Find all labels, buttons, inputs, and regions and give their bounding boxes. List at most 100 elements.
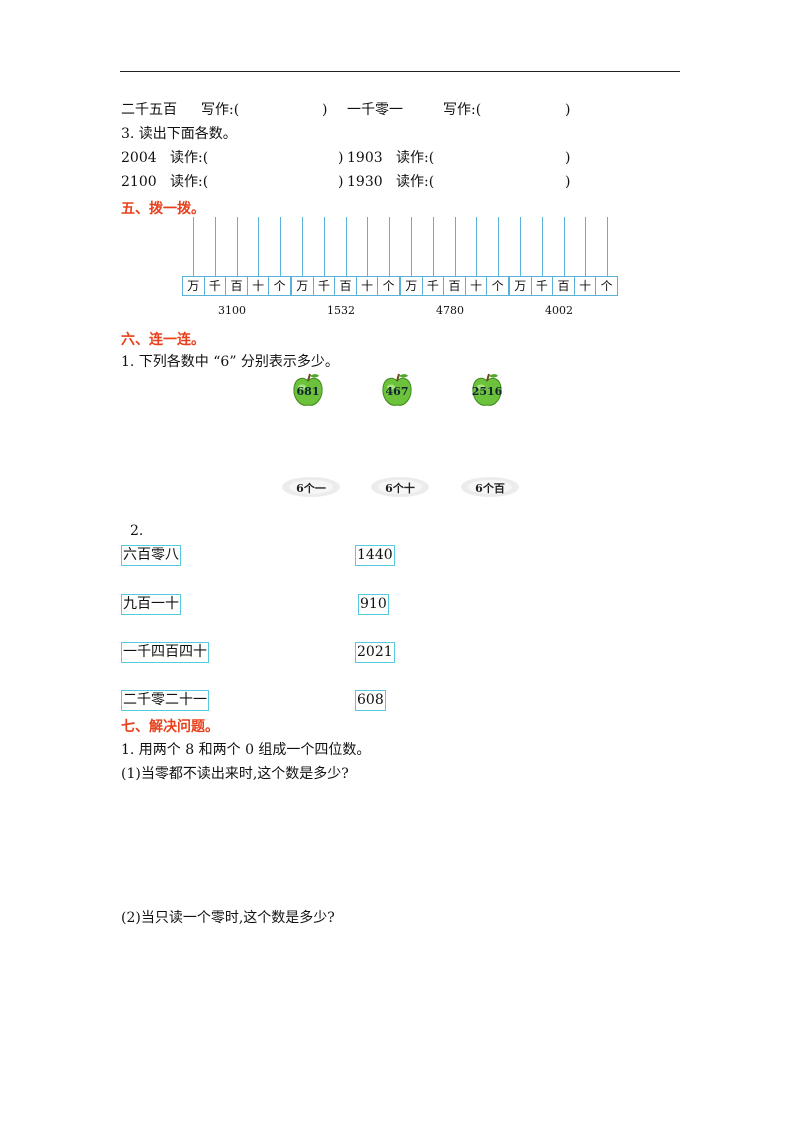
- section6-q2: 2.: [130, 523, 144, 539]
- match-left-4[interactable]: 二千零二十一: [121, 690, 209, 711]
- read-close: ): [338, 174, 344, 190]
- apple-number: 681: [291, 372, 325, 408]
- abacus-rod: [345, 217, 347, 276]
- abacus-rod: [258, 217, 260, 276]
- read-num: 2004: [121, 150, 157, 166]
- place-label: 千: [205, 277, 227, 295]
- stone-label: 6个十: [370, 476, 430, 498]
- section6-q1: 1. 下列各数中 “6” 分别表示多少。: [121, 354, 339, 370]
- apple-icon: [472, 373, 502, 406]
- place-label: 百: [553, 277, 575, 295]
- section7-p2: (2)当只读一个零时,这个数是多少?: [121, 910, 335, 926]
- top-rule: [120, 71, 680, 72]
- place-label: 百: [335, 277, 357, 295]
- stone-label: 6个百: [460, 476, 520, 498]
- abacus-number: 3100: [218, 304, 246, 317]
- place-label: 个: [273, 279, 286, 293]
- abacus-number: 4002: [545, 304, 573, 317]
- read-close: ): [565, 174, 571, 190]
- place-label: 百: [226, 277, 248, 295]
- abacus-number: 4780: [436, 304, 464, 317]
- match-right-3[interactable]: 2021: [355, 642, 395, 663]
- abacus-rod: [280, 217, 282, 276]
- match-left-3[interactable]: 一千四百四十: [121, 642, 209, 663]
- apple-icon: [382, 373, 412, 406]
- write-label-2: 写作:(: [443, 102, 482, 118]
- read-label: 读作:(: [170, 150, 209, 166]
- place-label: 千: [423, 277, 445, 295]
- section7-title: 七、解决问题。: [121, 719, 219, 735]
- place-label: 十: [248, 277, 270, 295]
- stone-text: 6个十: [385, 482, 415, 495]
- place-label: 万: [510, 277, 532, 295]
- write-item-1: 二千五百: [121, 101, 177, 119]
- abacus-rod: [236, 217, 238, 276]
- apple-label: 2516: [471, 385, 503, 398]
- stone-icon: [371, 477, 429, 497]
- section7-p1: (1)当零都不读出来时,这个数是多少?: [121, 766, 349, 782]
- abacus-rod: [563, 217, 565, 276]
- abacus-rod: [454, 217, 456, 276]
- abacus-rod: [498, 217, 500, 276]
- abacus-number: 1532: [327, 304, 355, 317]
- stone-text: 6个百: [475, 482, 505, 495]
- place-label: 十: [575, 277, 597, 295]
- abacus-rod: [323, 217, 325, 276]
- place-label: 百: [444, 277, 466, 295]
- abacus-rod: [410, 217, 412, 276]
- place-label: 万: [401, 277, 423, 295]
- section7-q1: 1. 用两个 8 和两个 0 组成一个四位数。: [121, 742, 371, 758]
- place-label: 个: [382, 279, 395, 293]
- abacus-frame: 万千百十个: [400, 276, 509, 296]
- read-label: 读作:(: [170, 174, 209, 190]
- match-left-2[interactable]: 九百一十: [121, 594, 181, 615]
- section6-title: 六、连一连。: [121, 332, 205, 348]
- abacus-frame: 万千百十个: [509, 276, 618, 296]
- apple-number: 467: [380, 372, 414, 408]
- abacus-rod: [607, 217, 609, 276]
- write-item-2: 一千零一: [347, 102, 403, 118]
- place-label: 十: [357, 277, 379, 295]
- abacus-frame: 万千百十个: [291, 276, 400, 296]
- read-close: ): [565, 150, 571, 166]
- apple-icon: [293, 373, 323, 406]
- write-label-1: 写作:(: [201, 102, 240, 118]
- match-left-1[interactable]: 六百零八: [121, 545, 181, 566]
- read-close: ): [338, 150, 344, 166]
- place-label: 千: [314, 277, 336, 295]
- abacus-rod: [432, 217, 434, 276]
- section5-title: 五、拨一拨。: [121, 201, 205, 217]
- abacus-rod: [192, 217, 194, 276]
- read-num: 2100: [121, 174, 157, 190]
- abacus-rod: [519, 217, 521, 276]
- place-label: 个: [600, 279, 613, 293]
- read-num: 1903: [347, 150, 383, 166]
- read-num: 1930: [347, 174, 383, 190]
- apple-label: 681: [296, 385, 320, 398]
- write-close-2: ): [565, 102, 571, 118]
- place-label: 万: [183, 277, 205, 295]
- match-right-4[interactable]: 608: [355, 690, 386, 711]
- read-label: 读作:(: [396, 150, 435, 166]
- abacus-rod: [389, 217, 391, 276]
- apple-number: 2516: [470, 372, 504, 408]
- stone-label: 6个一: [281, 476, 341, 498]
- abacus-rod: [301, 217, 303, 276]
- abacus-frame: 万千百十个: [182, 276, 291, 296]
- place-label: 千: [532, 277, 554, 295]
- abacus-rod: [585, 217, 587, 276]
- stone-icon: [282, 477, 340, 497]
- number-word: 二千五百: [121, 102, 177, 118]
- match-right-2[interactable]: 910: [358, 594, 389, 615]
- stone-text: 6个一: [296, 482, 326, 495]
- write-close-1: ): [322, 102, 328, 118]
- q3-title: 3. 读出下面各数。: [121, 126, 237, 142]
- place-label: 个: [491, 279, 504, 293]
- abacus-rod: [367, 217, 369, 276]
- place-label: 十: [466, 277, 488, 295]
- match-right-1[interactable]: 1440: [355, 545, 395, 566]
- apple-label: 467: [385, 385, 409, 398]
- abacus-rod: [476, 217, 478, 276]
- place-label: 万: [292, 277, 314, 295]
- abacus-rod: [541, 217, 543, 276]
